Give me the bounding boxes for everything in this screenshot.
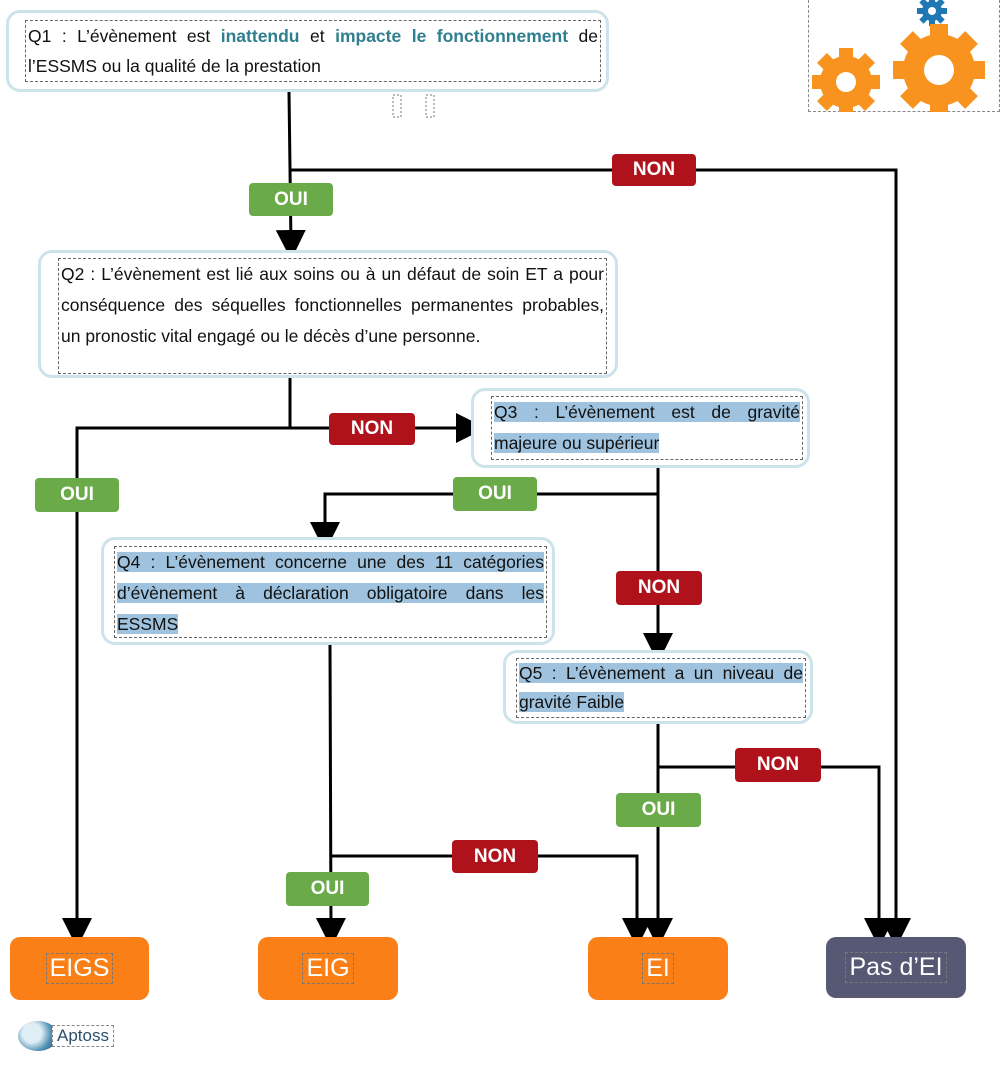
outcome-eig: EIG [258, 937, 398, 1000]
q2-oui-tag: OUI [35, 478, 119, 512]
outcome-pas-ei-label: Pas d’EI [845, 952, 947, 983]
outcome-pas-ei: Pas d’EI [826, 937, 966, 998]
gears-logo [808, 0, 1000, 116]
globe-icon [18, 1021, 58, 1051]
question-2-text: Q2 : L’évènement est lié aux soins ou à … [58, 258, 607, 374]
outcome-eigs: EIGS [10, 937, 149, 1000]
question-2-box: Q2 : L’évènement est lié aux soins ou à … [38, 250, 618, 378]
question-3-text: Q3 : L’évènement est de gravité majeure … [491, 396, 803, 460]
q3-oui-tag: OUI [453, 477, 537, 511]
outcome-eigs-label: EIGS [45, 953, 114, 984]
question-1-text: Q1 : L’évènement est inattendu et impact… [25, 20, 601, 82]
q1-suffix: de l’ESSMS ou la qualité de la prestatio… [28, 26, 598, 76]
question-5-box: Q5 : L’évènement a un niveau de gravité … [503, 650, 813, 724]
q5-oui-tag: OUI [616, 793, 701, 827]
question-4-box: Q4 : L’évènement concerne une des 11 cat… [101, 537, 555, 645]
q2-non-tag: NON [329, 413, 415, 445]
q1-non-tag: NON [612, 154, 696, 186]
aptoss-label: Aptoss [52, 1025, 114, 1047]
q1-prefix: Q1 : L’évènement est [28, 26, 221, 46]
q5-non-tag: NON [735, 748, 821, 782]
q1-keyword-impact: impacte le fonctionnement [335, 26, 569, 46]
aptoss-logo: Aptoss [18, 1021, 114, 1051]
outcome-ei-label: EI [642, 953, 674, 984]
question-1-box: Q1 : L’évènement est inattendu et impact… [6, 10, 609, 92]
q4-oui-tag: OUI [286, 872, 369, 906]
outcome-eig-label: EIG [302, 953, 354, 984]
q3-label: Q3 : L’évènement est de gravité majeure … [494, 402, 800, 453]
question-3-box: Q3 : L’évènement est de gravité majeure … [471, 388, 810, 468]
q1-mid: et [299, 26, 336, 46]
q4-non-tag: NON [452, 840, 538, 873]
q3-non-tag: NON [616, 571, 702, 605]
q1-keyword-unexpected: inattendu [220, 26, 300, 46]
gears-icon [812, 0, 985, 116]
q1-oui-tag: OUI [249, 183, 333, 216]
question-4-text: Q4 : L’évènement concerne une des 11 cat… [114, 546, 547, 638]
outcome-ei: EI [588, 937, 728, 1000]
question-5-text: Q5 : L’évènement a un niveau de gravité … [516, 658, 806, 718]
q5-label: Q5 : L’évènement a un niveau de gravité … [519, 663, 803, 712]
q4-label: Q4 : L’évènement concerne une des 11 cat… [117, 552, 544, 634]
